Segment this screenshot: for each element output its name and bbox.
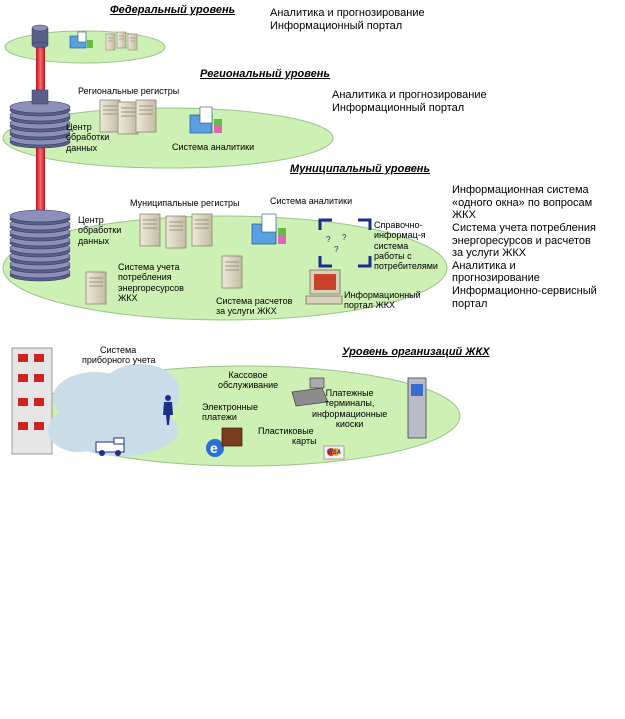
regional-desc-line: Информационный портал: [332, 101, 465, 114]
svg-text:?: ?: [342, 233, 347, 242]
label-line: энергоресурсов: [118, 282, 184, 293]
metering-cloud-icon: [48, 364, 180, 456]
label-line: данных: [78, 235, 110, 246]
label-line: информационные: [312, 408, 388, 419]
label-line: Система учета: [118, 262, 180, 272]
municipal-data-center-label: Центр обработки данных: [78, 215, 121, 246]
federal-analytics-icon: [69, 31, 93, 49]
cashier-label: Кассовое обслуживание: [218, 370, 278, 391]
municipal-analytics-label: Система аналитики: [270, 196, 353, 206]
svg-text:?: ?: [334, 245, 339, 254]
regional-analytics-icon: [189, 106, 222, 134]
municipal-level-description: Информационная система «одного окна» по …: [452, 184, 597, 310]
visa-logo-text: VISA: [327, 450, 342, 456]
label-line: Информационный: [344, 290, 421, 300]
municipal-desc-line: Информационно-сервисный: [452, 285, 597, 298]
federal-level-title: Федеральный уровень: [110, 4, 236, 16]
cash-register-icon: [291, 377, 329, 407]
label-line: Центр: [78, 215, 104, 225]
label-line: потребителями: [374, 261, 438, 272]
federal-level-description: Аналитика и прогнозирование Информационн…: [270, 7, 425, 32]
organizations-level-title: Уровень организаций ЖКХ: [342, 346, 490, 358]
municipal-data-center-icon: [9, 209, 71, 282]
regional-level-description: Аналитика и прогнозирование Информационн…: [332, 89, 487, 114]
portal-computer-icon: [305, 269, 343, 305]
regional-analytics-label: Система аналитики: [172, 142, 255, 152]
municipal-desc-line: ЖКХ: [452, 209, 476, 222]
label-line: киоски: [335, 419, 364, 430]
municipal-analytics-icon: [251, 213, 286, 245]
reference-system-icon: ? ? ?: [318, 218, 372, 268]
municipal-desc-line: Аналитика и: [452, 259, 516, 272]
label-line: Центр: [66, 122, 92, 132]
payments-server-icon: [221, 255, 243, 289]
wallet-icon: [221, 427, 243, 447]
label-line: Пластиковые: [258, 426, 314, 436]
federal-desc-line: Информационный портал: [270, 19, 403, 32]
label-line: обработки: [66, 132, 110, 143]
consumption-system-label: Система учета потребления энергоресурсов…: [118, 262, 184, 303]
label-line: портал ЖКХ: [344, 300, 396, 311]
label-line: терминалы,: [324, 398, 375, 409]
portal-label: Информационный портал ЖКХ: [344, 290, 421, 311]
municipal-desc-line: портал: [452, 297, 488, 310]
municipal-desc-line: «одного окна» по вопросам: [452, 196, 593, 209]
person-icon: [163, 395, 173, 425]
payment-terminal-icon: [407, 377, 427, 439]
label-line: система: [374, 240, 409, 251]
label-line: карты: [292, 436, 317, 447]
terminals-label: Платежные терминалы, информационные киос…: [312, 388, 387, 429]
label-line: за услуги ЖКХ: [216, 306, 277, 317]
label-line: Система расчетов: [216, 296, 293, 306]
label-line: Кассовое: [228, 370, 268, 380]
payments-system-label: Система расчетов за услуги ЖКХ: [216, 296, 292, 317]
federal-data-center-icon: [31, 24, 49, 49]
consumption-server-icon: [85, 271, 107, 305]
credit-card-icon: [323, 445, 345, 460]
municipal-desc-line: за услуги ЖКХ: [452, 247, 527, 260]
data-link-tower: [36, 44, 45, 256]
label-line: обработки: [78, 225, 122, 236]
federal-registries-icon: [105, 31, 138, 51]
epay-label: Электронные платежи: [202, 402, 258, 423]
label-line: приборного учета: [82, 355, 156, 366]
van-icon: [95, 437, 125, 456]
label-line: ЖКХ: [118, 293, 138, 304]
svg-text:?: ?: [326, 235, 331, 244]
cards-label: Пластиковые карты: [258, 426, 317, 447]
federal-desc-line: Аналитика и прогнозирование: [270, 7, 425, 19]
regional-data-center-label: Центр обработки данных: [66, 122, 109, 153]
label-line: информац-я: [374, 230, 426, 241]
municipal-registries-label: Муниципальные регистры: [130, 198, 240, 208]
municipal-level-title: Муниципальный уровень: [290, 163, 430, 175]
municipal-desc-line: Система учета потребления: [452, 221, 596, 234]
label-line: Справочно-: [374, 220, 423, 230]
label-line: потребления: [118, 272, 172, 283]
label-line: обслуживание: [218, 380, 279, 391]
municipal-desc-line: Информационная система: [452, 184, 589, 196]
regional-data-center-icon: [9, 89, 71, 149]
municipal-registries-icon: [139, 213, 213, 249]
reference-system-label: Справочно- информац-я система работы с п…: [374, 220, 438, 272]
label-line: данных: [66, 142, 98, 153]
regional-level-title: Региональный уровень: [200, 68, 330, 80]
svg-text:e: e: [210, 440, 218, 456]
epay-icon: e: [206, 439, 224, 457]
regional-registries-label: Региональные регистры: [78, 86, 180, 96]
building-icon: [11, 347, 53, 455]
label-line: платежи: [202, 412, 237, 423]
municipal-desc-line: энергоресурсов и расчетов: [452, 234, 591, 247]
regional-desc-line: Аналитика и прогнозирование: [332, 89, 487, 101]
label-line: Электронные: [202, 402, 259, 412]
label-line: Платежные: [325, 388, 374, 398]
metering-system-label: Система приборного учета: [82, 345, 156, 366]
regional-level-ellipse: [2, 107, 334, 169]
municipal-desc-line: прогнозирование: [452, 272, 540, 285]
label-line: работы с: [374, 251, 412, 262]
label-line: Система: [100, 345, 137, 355]
